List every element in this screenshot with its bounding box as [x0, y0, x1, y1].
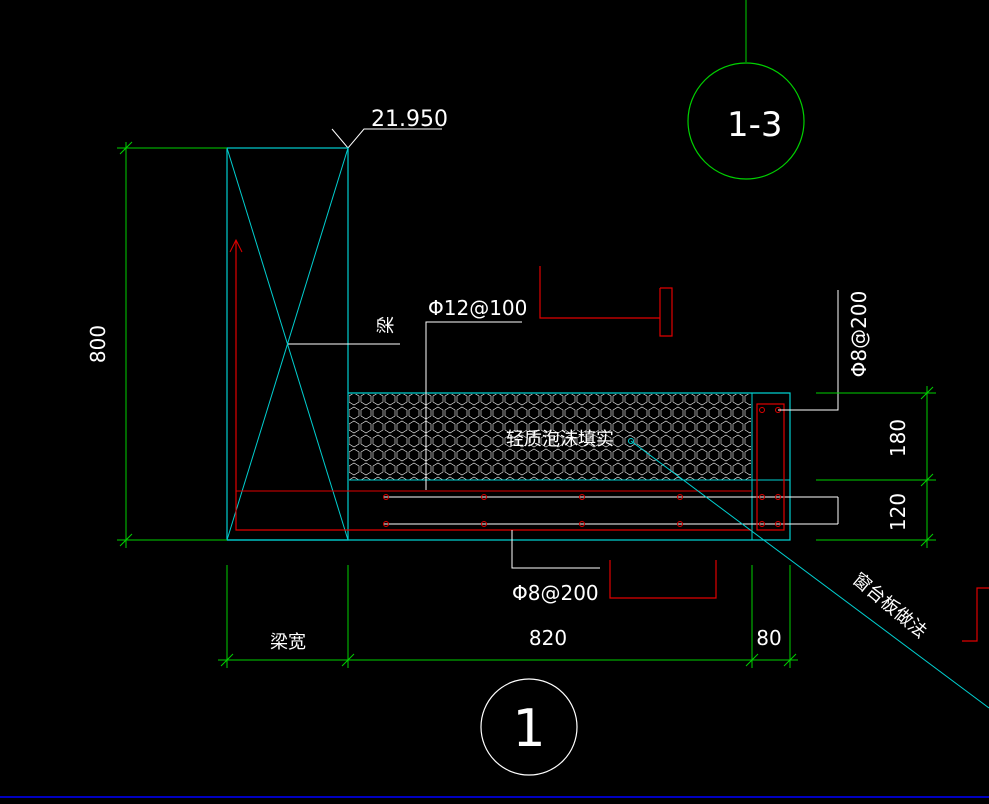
- rebar-top-label: Φ12@100: [428, 296, 527, 320]
- rebar-right-callout: Φ8@200: [778, 290, 871, 411]
- dim-height-upper-label: 180: [886, 419, 910, 457]
- dim-height-total-label: 800: [86, 325, 110, 363]
- dim-height-right: [816, 386, 936, 548]
- beam-rebar: [229, 238, 752, 531]
- window-note-callout: 窗台板做法: [628, 438, 989, 709]
- rebar-bottom-label: Φ8@200: [512, 581, 599, 605]
- slab-outline: [227, 392, 791, 541]
- rebar-right-label: Φ8@200: [847, 291, 871, 378]
- slab-rebars: [383, 403, 839, 531]
- beam-label-group: 梁: [288, 316, 400, 345]
- elevation-marker: 21.950: [331, 107, 448, 149]
- window-note-label: 窗台板做法: [848, 569, 930, 643]
- section-marker-top: 1-3: [687, 0, 805, 180]
- section-marker-bottom: 1: [480, 678, 578, 776]
- dim-height-lower-label: 120: [886, 493, 910, 531]
- section-marker-bottom-label: 1: [512, 699, 545, 759]
- rebar-detail-shapes: [539, 266, 989, 642]
- dim-height-total: [117, 141, 227, 548]
- dim-width-bottom: [218, 565, 798, 668]
- elevation-label: 21.950: [371, 107, 448, 132]
- rebar-top-callout: Φ12@100: [425, 296, 527, 490]
- dim-width-end-label: 80: [756, 626, 781, 650]
- foam-infill: [349, 394, 751, 480]
- section-marker-top-label: 1-3: [727, 105, 783, 145]
- beam-label: 梁: [376, 316, 397, 334]
- rebar-bottom-callout: Φ8@200: [511, 530, 600, 605]
- dim-width-beam-label: 梁宽: [270, 632, 306, 653]
- dim-width-slab-label: 820: [529, 626, 567, 650]
- fill-material-label: 轻质泡沫填实: [506, 429, 614, 450]
